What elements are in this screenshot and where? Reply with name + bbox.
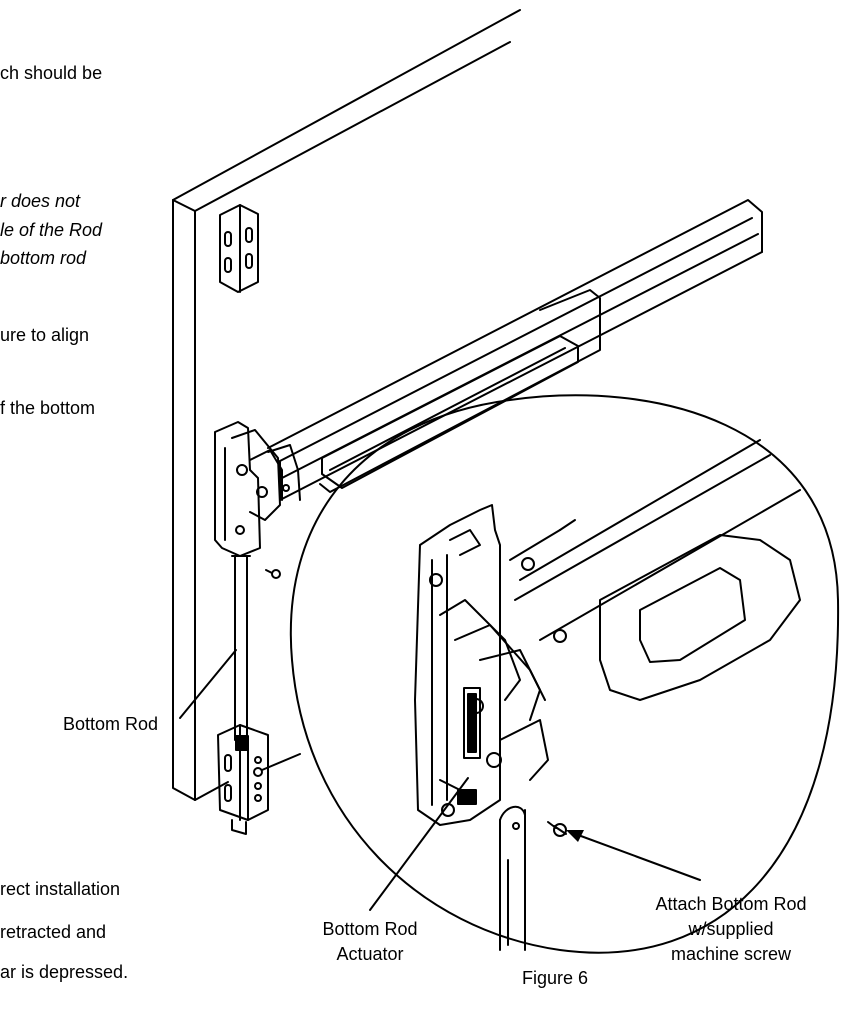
top-bracket bbox=[219, 204, 259, 293]
left-text-2: ure to align bbox=[0, 325, 90, 345]
screw-leader bbox=[569, 831, 701, 881]
actuator-small bbox=[214, 421, 301, 557]
actuator-label-line1: Bottom Rod bbox=[322, 919, 418, 939]
left-bottom-3: ar is depressed. bbox=[0, 962, 129, 982]
figure-caption: Figure 6 bbox=[522, 968, 589, 988]
left-bottom-1: rect installation bbox=[0, 879, 121, 899]
bottom-rod bbox=[231, 555, 251, 741]
left-bottom-2: retracted and bbox=[0, 922, 107, 942]
bottom-rod-label: Bottom Rod bbox=[63, 714, 159, 734]
left-italic-2: le of the Rod bbox=[0, 220, 103, 240]
attach-label-line1: Attach Bottom Rod bbox=[655, 894, 807, 914]
attach-label-line3: machine screw bbox=[670, 944, 792, 964]
bottom-rod-leader bbox=[179, 649, 237, 719]
push-bar bbox=[267, 199, 763, 501]
attach-label-line2: w/supplied bbox=[688, 919, 774, 939]
left-italic-3: bottom rod bbox=[0, 248, 87, 268]
screw-small-icon bbox=[265, 569, 281, 579]
zoom-ellipse bbox=[289, 394, 840, 954]
actuator-label-line2: Actuator bbox=[336, 944, 404, 964]
left-italic-1: r does not bbox=[0, 191, 81, 211]
left-text-1: ch should be bbox=[0, 63, 103, 83]
left-text-3: f the bottom bbox=[0, 398, 96, 418]
bottom-guide-bracket bbox=[217, 724, 269, 835]
actuator-leader bbox=[369, 777, 469, 911]
door-panel bbox=[172, 9, 521, 801]
detail-actuator bbox=[414, 439, 801, 951]
